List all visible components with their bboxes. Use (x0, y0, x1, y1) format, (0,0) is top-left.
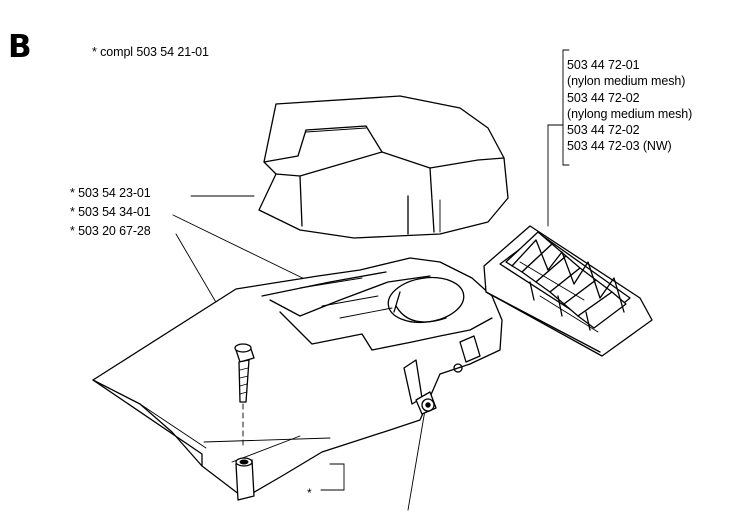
filter-part-line: 503 44 72-02 (567, 90, 640, 105)
knob (415, 391, 437, 415)
filter-part-line: (nylon medium mesh) (567, 74, 686, 89)
compl-note: * compl 503 54 21-01 (92, 45, 209, 59)
leader-knob (407, 409, 426, 511)
label-cover-part: * 503 54 23-01 (70, 186, 151, 200)
label-plate-part: * 503 54 34-01 (70, 205, 151, 219)
screw (234, 343, 255, 501)
filter-part-line: (nylong medium mesh) (567, 106, 693, 121)
air-filter (483, 225, 653, 357)
bottom-bracket (320, 463, 345, 491)
filter-part-line: 503 44 72-03 (NW) (567, 139, 672, 154)
filter-part-line: 503 44 72-02 (567, 123, 640, 138)
filter-bracket (562, 49, 570, 166)
top-cover (258, 95, 509, 239)
filter-part-line: 503 44 72-01 (567, 58, 640, 72)
section-letter: B (8, 29, 32, 65)
label-screw-part: * 503 20 67-28 (70, 224, 151, 238)
filter-part-list: 503 44 72-01 (nylon medium mesh) 503 44 … (567, 57, 692, 155)
bottom-star-mark: * (307, 486, 312, 500)
lower-cover (92, 257, 503, 499)
